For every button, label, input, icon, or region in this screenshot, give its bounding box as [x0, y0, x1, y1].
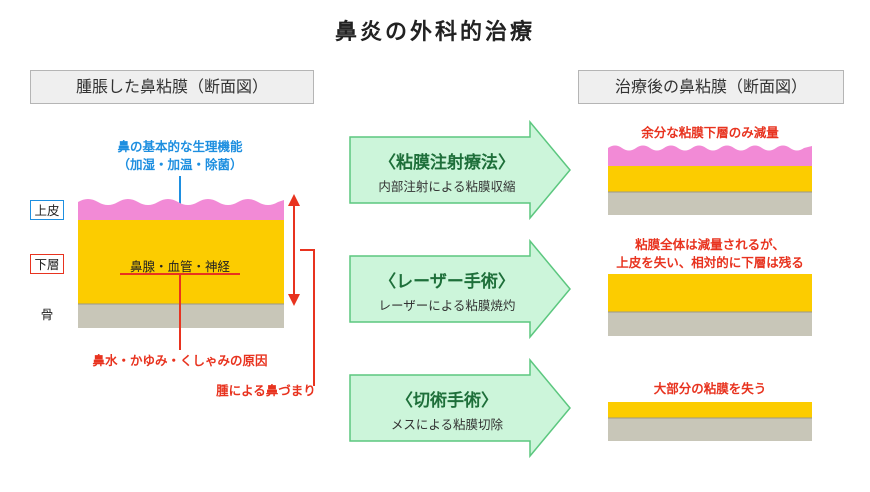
left-epithelium-layer [78, 199, 284, 220]
layer-label-upper: 上皮 [30, 200, 64, 220]
result1-submucosa-layer [608, 166, 812, 192]
result-2-label-line2: 上皮を失い、相対的に下層は残る [616, 255, 804, 270]
function-label-line1: 鼻の基本的な生理機能 [117, 139, 243, 154]
layer-label-bone: 骨 [30, 305, 64, 325]
result-2-label-line1: 粘膜全体は減量されるが、 [635, 237, 785, 252]
procedure-2-subtitle: レーザーによる粘膜焼灼 [378, 298, 516, 313]
procedure-1-title: 〈粘膜注射療法〉 [379, 153, 515, 173]
inner-label: 鼻腺・血管・神経 [129, 259, 230, 274]
result2-submucosa-layer [608, 274, 812, 312]
result-3-label: 大部分の粘膜を失う [653, 381, 767, 396]
result1-bone-layer [608, 192, 812, 215]
procedure-arrow-3 [349, 357, 571, 459]
layer-label-lower: 下層 [30, 254, 64, 274]
result3-submucosa-layer [608, 402, 812, 418]
procedure-3-title: 〈切術手術〉 [396, 391, 498, 411]
procedure-3-subtitle: メスによる粘膜切除 [390, 417, 504, 432]
result-1-label: 余分な粘膜下層のみ減量 [641, 125, 779, 140]
procedure-1-subtitle: 内部注射による粘膜収縮 [378, 179, 516, 194]
right-header: 治療後の鼻粘膜（断面図） [578, 70, 844, 104]
diagram-title: 鼻炎の外科的治療 [334, 20, 535, 45]
function-label-line2: （加湿・加温・除菌） [117, 157, 243, 172]
procedure-arrow-1 [349, 119, 571, 221]
result2-bone-layer [608, 312, 812, 336]
procedure-arrow-2 [349, 238, 571, 340]
result1-epithelium-layer [608, 145, 812, 166]
congestion-label: 腫による鼻づまり [216, 383, 316, 398]
congestion-pointer-line [300, 249, 315, 386]
symptoms-label: 鼻水・かゆみ・くしゃみの原因 [92, 353, 268, 368]
result3-bone-layer [608, 418, 812, 441]
procedure-2-title: 〈レーザー手術〉 [379, 272, 515, 292]
left-header: 腫脹した鼻粘膜（断面図） [30, 70, 314, 104]
